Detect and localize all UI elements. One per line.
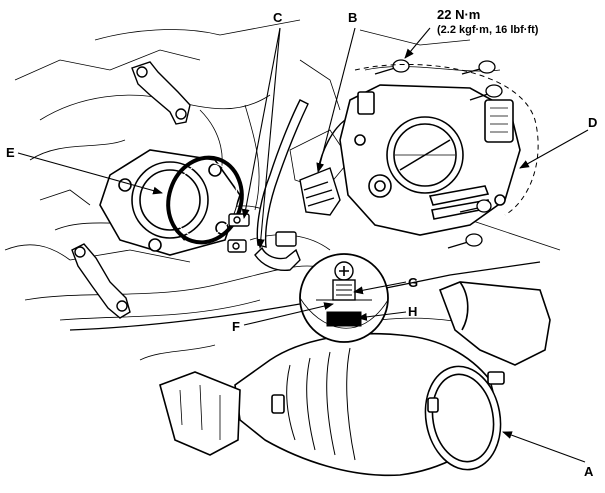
callout-h: H: [408, 304, 417, 319]
mounting-bolts: [374, 59, 503, 249]
dashed-outline: [354, 63, 539, 216]
throttle-body: [339, 84, 521, 236]
bolt: [447, 233, 483, 249]
callout-c: C: [273, 10, 283, 25]
connector: [299, 119, 346, 216]
leader-line-g: [353, 281, 407, 295]
bolt: [374, 59, 410, 75]
bolt: [469, 84, 503, 101]
leader-line-h: [357, 311, 407, 321]
leader-line-b: [316, 27, 356, 173]
lower-edge-line: [69, 261, 541, 331]
lower-bracket: [71, 243, 131, 319]
leader-line-e: [17, 152, 163, 195]
leader-line-c2: [256, 27, 281, 249]
callout-a: A: [584, 464, 594, 479]
callout-b: B: [348, 10, 357, 25]
leader-line-d: [519, 129, 589, 169]
gasket: [166, 155, 244, 245]
leader-line-f: [243, 302, 334, 326]
callout-g: G: [408, 275, 418, 290]
callout-f: F: [232, 319, 240, 334]
callout-d: D: [588, 115, 597, 130]
torque-spec-line2: (2.2 kgf·m, 16 lbf·ft): [437, 24, 539, 36]
engine-background-linework: [4, 19, 561, 361]
bolt: [461, 60, 496, 75]
leader-lines: [17, 27, 589, 463]
hose-clamp-detail-inset: [299, 253, 389, 343]
torque-spec-line1: 22 N·m: [437, 7, 480, 22]
leader-line-a: [502, 431, 586, 463]
upper-bracket: [131, 61, 191, 125]
coolant-hoses: [227, 99, 309, 272]
callout-e: E: [6, 145, 15, 160]
bolt: [459, 199, 492, 213]
intake-duct: [159, 281, 551, 477]
leader-line-torque: [404, 27, 431, 59]
leader-line-c1: [241, 27, 281, 219]
